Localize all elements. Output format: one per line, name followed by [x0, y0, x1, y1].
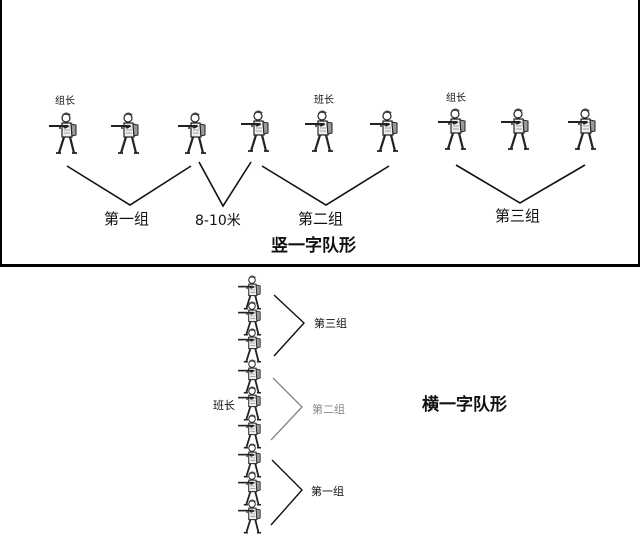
group-two-label: 第二组 [298, 210, 344, 228]
soldier-icon [436, 107, 468, 151]
soldier-icon [303, 109, 335, 153]
group-three-bracket [455, 164, 586, 204]
spacing-bracket [198, 161, 252, 208]
soldier-icon [566, 107, 598, 151]
soldier-icon [239, 109, 271, 153]
soldier-icon [237, 442, 262, 478]
group-two-bracket [261, 165, 390, 206]
soldier-icon [368, 109, 400, 153]
leader-label-group-three: 组长 [446, 93, 466, 104]
group-one-bracket-horizontal [270, 459, 303, 526]
leader-label-squad: 班长 [314, 95, 334, 106]
soldier-icon [499, 107, 531, 151]
group-two-bracket-horizontal [270, 377, 303, 441]
group-three-label: 第三组 [495, 207, 541, 225]
soldier-icon [176, 111, 208, 155]
soldier-icon [47, 111, 79, 155]
group-three-bracket-horizontal [273, 294, 305, 357]
squad-leader-label: 班长 [213, 399, 235, 412]
group-one-label: 第一组 [104, 210, 150, 228]
group-two-label-horizontal: 第二组 [312, 403, 345, 416]
group-three-label-horizontal: 第三组 [314, 317, 347, 330]
group-one-label-horizontal: 第一组 [311, 485, 344, 498]
horizontal-formation-title: 横一字队形 [422, 395, 507, 415]
vertical-formation-title: 竖一字队形 [271, 236, 356, 256]
group-one-bracket [66, 165, 192, 206]
spacing-label: 8-10米 [195, 213, 241, 229]
leader-label-group-one: 组长 [55, 96, 75, 107]
soldier-icon [109, 111, 141, 155]
